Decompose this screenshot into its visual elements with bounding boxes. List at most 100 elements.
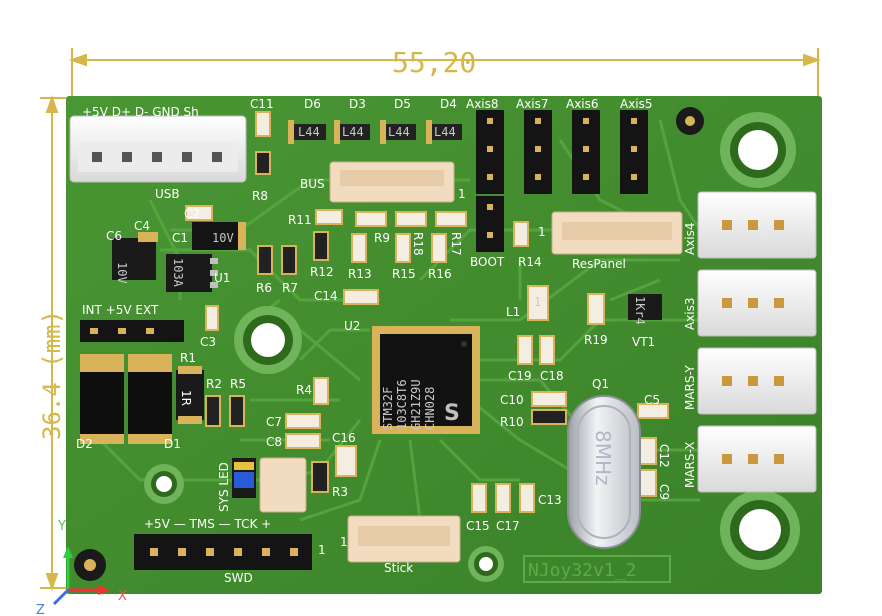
dimension-width — [69, 48, 821, 98]
ref-l1: L1 — [506, 305, 520, 319]
mcu-line-1: STM32F — [381, 387, 395, 430]
axis6-label: Axis6 — [566, 97, 599, 111]
axis8-label: Axis8 — [466, 97, 499, 111]
ref-r10: R10 — [500, 415, 524, 429]
smd-components — [80, 111, 669, 513]
swd-pin-labels: +5V — TMS — TCK + — [144, 517, 271, 531]
diode-d5-label: D5 — [394, 97, 411, 111]
mars-y-label: MARS-Y — [683, 365, 697, 410]
axis-header-pins — [487, 118, 637, 238]
ref-r3: R3 — [332, 485, 348, 499]
ref-d2: D2 — [76, 437, 93, 451]
ref-u1: U1 — [214, 271, 230, 285]
ref-c18: C18 — [540, 369, 564, 383]
boot-label: BOOT — [470, 255, 505, 269]
width-dimension-label: 55,20 — [392, 46, 476, 79]
stick-pin1: 1 — [340, 535, 348, 549]
axis7-label: Axis7 — [516, 97, 549, 111]
diode-d6-label: D6 — [304, 97, 321, 111]
ref-c1: C1 — [172, 231, 188, 245]
board-name: NJoy32v1_2 — [528, 560, 636, 581]
ref-c19: C19 — [508, 369, 532, 383]
ref-c17: C17 — [496, 519, 520, 533]
respanel-connector — [551, 211, 683, 255]
mcu-ref: U2 — [344, 319, 360, 333]
ref-r11: R11 — [288, 213, 312, 227]
reference-designators: C11 R8 C2 C1 C4 C6 U1 R11 R9 R18 R17 R12… — [76, 97, 671, 533]
diode-d3-label: D3 — [349, 97, 366, 111]
sys-led — [232, 458, 256, 498]
ref-c15: C15 — [466, 519, 490, 533]
usb-ref: USB — [155, 187, 180, 201]
mcu-line-4: CHN028 — [423, 387, 437, 430]
r1-value: 1R — [179, 390, 193, 406]
ref-c7: C7 — [266, 415, 282, 429]
ref-r19: R19 — [584, 333, 608, 347]
ref-r13: R13 — [348, 267, 372, 281]
mounting-hole-left — [234, 306, 302, 374]
standoff-bottom-left — [74, 549, 106, 581]
diode-row-top — [288, 120, 462, 144]
ref-r15: R15 — [392, 267, 416, 281]
ref-r1: R1 — [180, 351, 196, 365]
ref-d1: D1 — [164, 437, 181, 451]
height-dimension-label: 36.4 (mm) — [38, 310, 66, 440]
vt1-value: 1Kr4 — [633, 296, 647, 325]
mcu-line-3: GH21Z9U — [409, 379, 423, 430]
bus-label: BUS — [300, 177, 325, 191]
ref-c9: C9 — [657, 484, 671, 500]
board-name-frame — [523, 555, 671, 583]
stick-label: Stick — [384, 561, 413, 575]
via-hole-left — [144, 464, 184, 504]
ref-r12: R12 — [310, 265, 334, 279]
ref-c3: C3 — [200, 335, 216, 349]
power-select-label: INT +5V EXT — [82, 303, 159, 317]
ref-c11: C11 — [250, 97, 274, 111]
mounting-hole-top-right — [720, 112, 796, 188]
ref-c2: C2 — [184, 207, 200, 221]
ref-c5: C5 — [644, 393, 660, 407]
mounting-hole-bottom-right — [720, 490, 800, 570]
mcu-chip: S — [372, 326, 480, 434]
axis5-label: Axis5 — [620, 97, 653, 111]
diode-d3-marking: L44 — [342, 125, 364, 139]
dimension-height — [40, 95, 66, 591]
swd-header — [134, 534, 312, 570]
c1-value: 10V — [212, 231, 234, 245]
l1-value: 1 — [534, 295, 541, 309]
mcu-line-2: 103C8T6 — [395, 379, 409, 430]
ref-c4: C4 — [134, 219, 150, 233]
crystal — [567, 395, 641, 549]
axis-x-label: X — [118, 589, 127, 604]
standoff-top — [676, 107, 704, 135]
swd-label: SWD — [224, 571, 253, 585]
ref-vt1: VT1 — [632, 335, 655, 349]
diode-d5-marking: L44 — [388, 125, 410, 139]
ref-c12: C12 — [657, 444, 671, 468]
ref-r17: R17 — [449, 232, 463, 256]
crystal-ref: Q1 — [592, 377, 609, 391]
ref-c13: C13 — [538, 493, 562, 507]
led-connector — [259, 457, 307, 513]
ref-c14: C14 — [314, 289, 338, 303]
ref-r9: R9 — [374, 231, 390, 245]
bus-pin1: 1 — [458, 187, 466, 201]
axis-y-label: Y — [57, 519, 66, 534]
ref-r8: R8 — [252, 189, 268, 203]
ref-c10: C10 — [500, 393, 524, 407]
mars-x-label: MARS-X — [683, 442, 697, 488]
c6-value: 10V — [115, 262, 129, 284]
usb-pin-labels: +5V D+ D- GND Sh — [82, 105, 199, 119]
axis4-label: Axis4 — [683, 222, 697, 255]
ref-c16: C16 — [332, 431, 356, 445]
ref-r7: R7 — [282, 281, 298, 295]
diode-d6-marking: L44 — [298, 125, 320, 139]
respanel-label: ResPanel — [572, 257, 626, 271]
ref-r4: R4 — [296, 383, 312, 397]
ref-r2: R2 — [206, 377, 222, 391]
ref-r5: R5 — [230, 377, 246, 391]
svg-text:S: S — [444, 401, 460, 426]
right-connector-pins — [722, 220, 784, 464]
usb-connector — [69, 115, 247, 183]
ref-r14: R14 — [518, 255, 542, 269]
